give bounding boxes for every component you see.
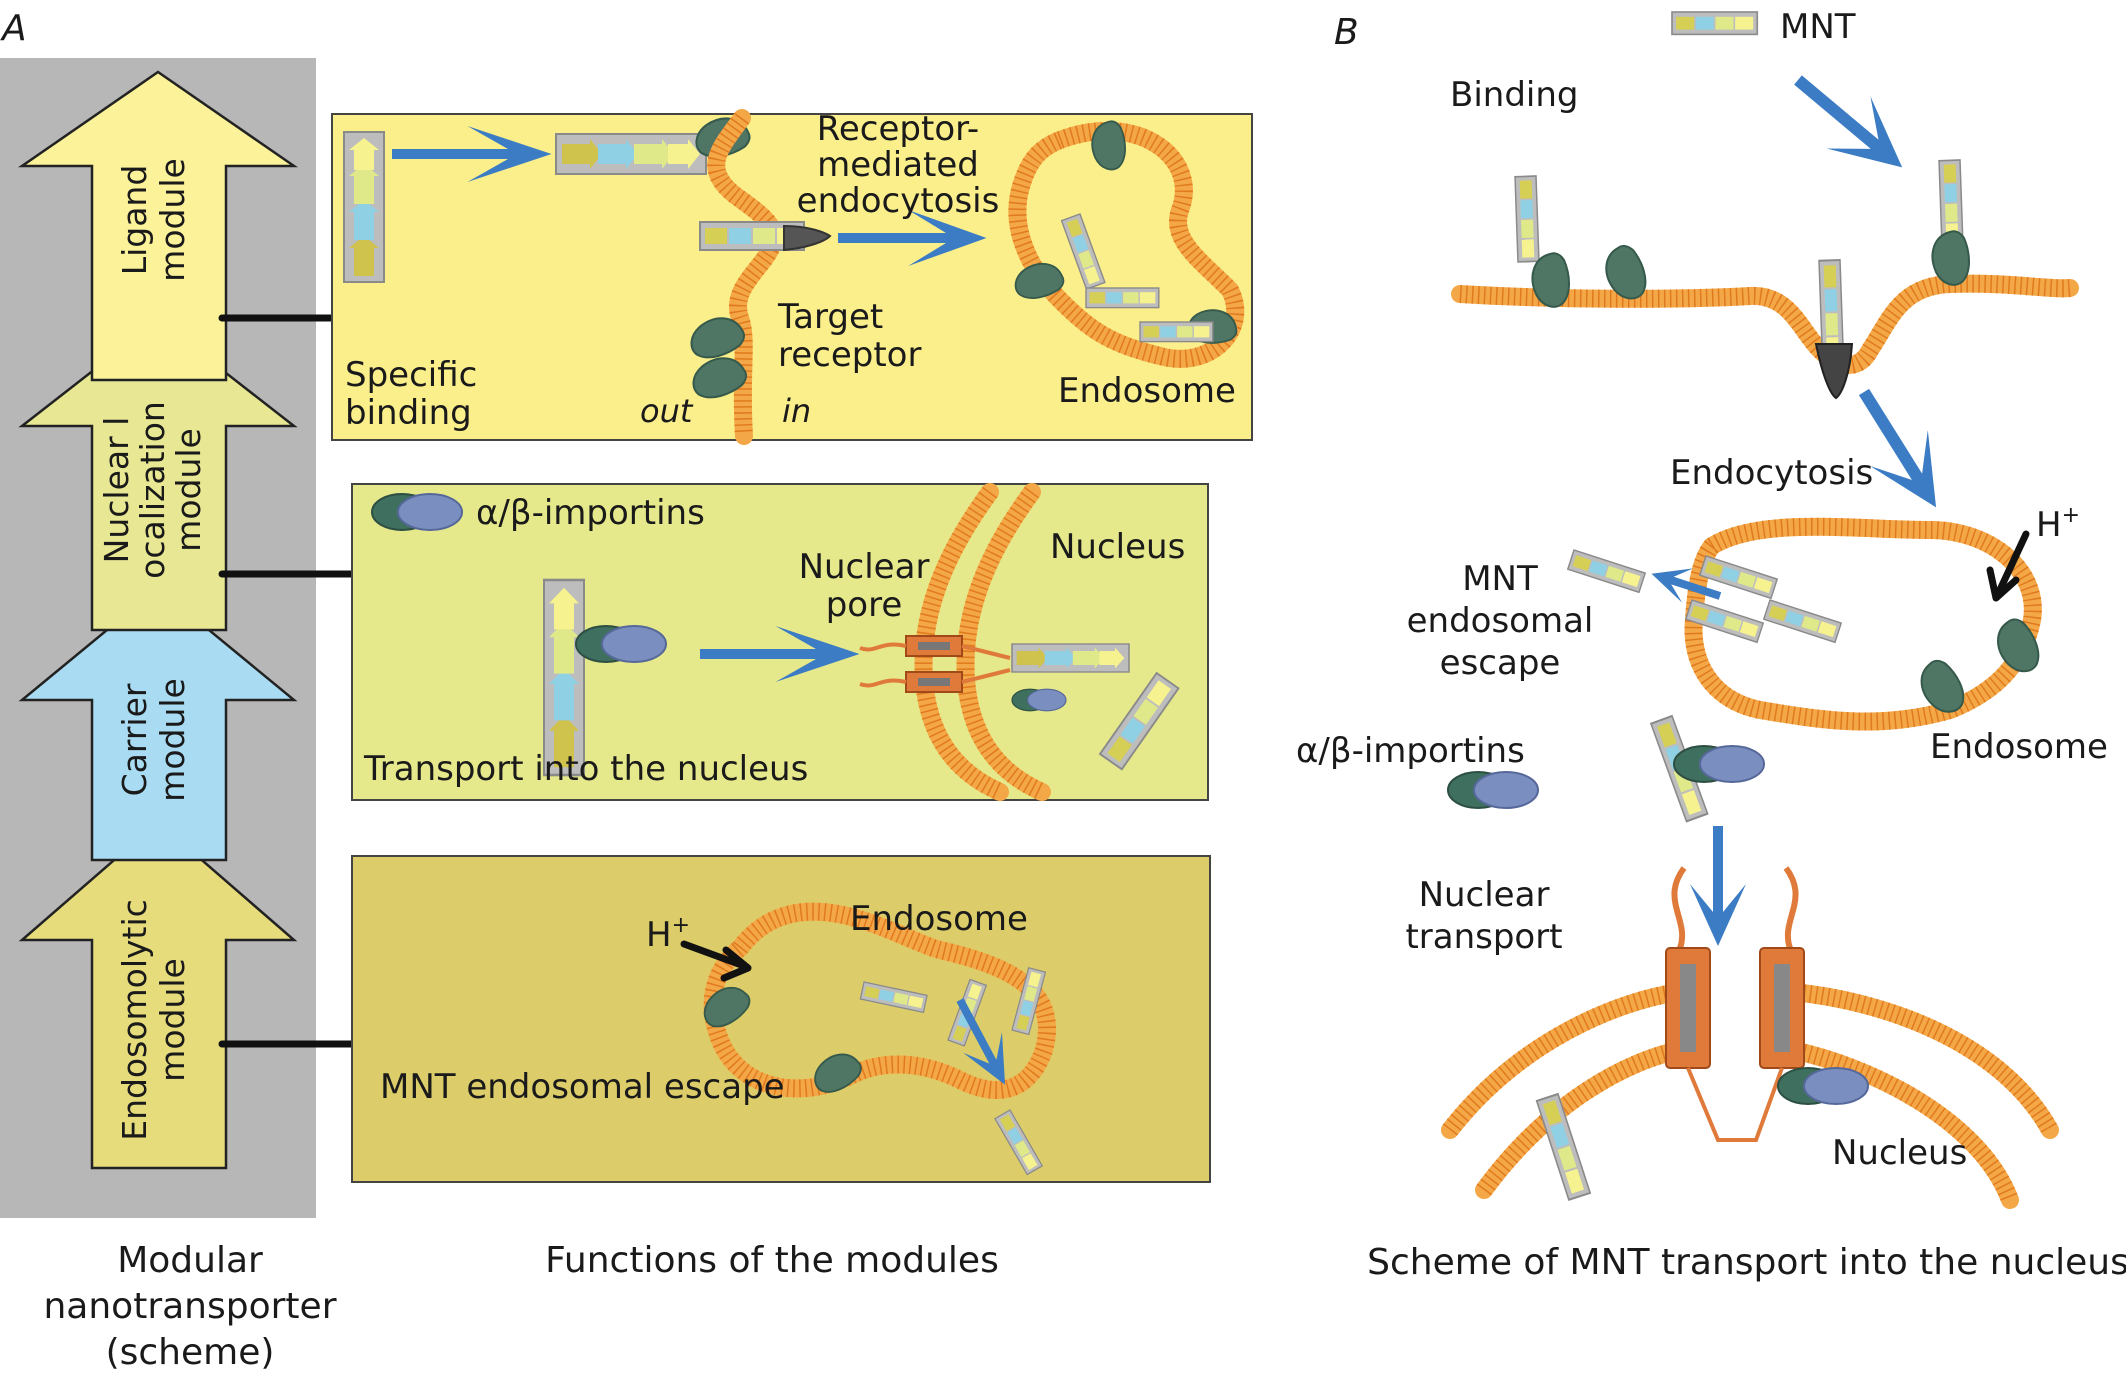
h-plus-label-b: H+ — [2036, 503, 2080, 545]
blue-arrow-escape-b — [1651, 568, 1722, 603]
module-arrow-endosomolytic — [18, 820, 298, 1170]
escape-label-b-line2: endosomal — [1407, 601, 1594, 641]
svg-text:module: module — [169, 428, 208, 552]
box-nuclear-function — [351, 483, 1209, 801]
blue-arrow-endocytosis — [1858, 388, 1937, 508]
specific-binding-line2: binding — [345, 393, 472, 433]
svg-text:module: module — [153, 678, 192, 802]
escaped-mnt-b — [1567, 549, 1646, 594]
mnt-b-nucleus — [1535, 1093, 1592, 1201]
svg-text:Endosomolytic: Endosomolytic — [115, 899, 154, 1141]
receptor-b3 — [1931, 230, 1970, 286]
in-label: in — [782, 392, 811, 430]
receptor-internalizing-b — [1814, 343, 1854, 400]
mnt-legend — [1671, 11, 1759, 36]
nucleus-label-box2: Nucleus — [1050, 527, 1185, 567]
module-arrow-carrier — [18, 586, 298, 862]
nuclear-pore-b — [1665, 866, 1805, 1142]
svg-text:module: module — [153, 958, 192, 1082]
mnt-horizontal-1 — [555, 133, 707, 175]
out-label: out — [640, 392, 694, 430]
panel-b-letter: B — [1334, 12, 1359, 53]
column-caption-line3: (scheme) — [106, 1332, 275, 1373]
endosome-box1 — [1008, 121, 1245, 368]
rme-line1: Receptor- — [817, 109, 979, 149]
target-receptor-line2: receptor — [778, 335, 921, 375]
importins-legend — [371, 493, 463, 531]
importins-released — [1011, 688, 1067, 712]
importins-label-box2: α/β-importins — [476, 493, 705, 533]
nuclear-pore-box2 — [859, 635, 1011, 693]
escape-label-b-line1: MNT — [1462, 559, 1538, 599]
nuclear-pore-line2: pore — [826, 585, 903, 625]
importins-b-bound — [1673, 745, 1765, 783]
endosome-label-b: Endosome — [1930, 727, 2108, 767]
endosome-mnt-b — [1085, 287, 1160, 309]
rme-line3: endocytosis — [797, 181, 1000, 221]
importins-b-free — [1447, 771, 1539, 809]
svg-text:Ligand: Ligand — [115, 165, 154, 276]
transport-label: Transport into the nucleus — [363, 749, 808, 789]
nucleus-label-b: Nucleus — [1832, 1133, 1967, 1173]
functions-caption: Functions of the modules — [545, 1240, 999, 1281]
blue-arrow-nuclear-transport — [1690, 826, 1746, 946]
specific-binding-line1: Specific — [345, 355, 477, 395]
carrier-module-label: Carrier module — [115, 678, 192, 802]
svg-text:Nuclear l: Nuclear l — [97, 417, 136, 564]
h-plus-arrow-box3 — [680, 940, 752, 982]
importins-bound — [575, 625, 667, 663]
escape-label-box3: MNT endosomal escape — [380, 1067, 785, 1107]
svg-text:module: module — [153, 158, 192, 282]
svg-text:Carrier: Carrier — [115, 683, 154, 796]
endocytosis-label: Endocytosis — [1670, 453, 1873, 493]
panel-a-letter: A — [0, 8, 27, 49]
importins-label-b: α/β-importins — [1296, 731, 1525, 771]
endosome-box3 — [703, 902, 1056, 1099]
mnt-bound-b1 — [1514, 175, 1540, 263]
endosome-b — [1684, 517, 2042, 731]
rme-line2: mediated — [817, 145, 979, 185]
blue-arrow-escape-a — [956, 998, 1006, 1085]
h-plus-arrow-b — [1986, 530, 2030, 602]
receptor-b1 — [1531, 252, 1570, 308]
mnt-label: MNT — [1780, 7, 1856, 47]
endosomolytic-module-label: Endosomolytic module — [115, 899, 192, 1141]
svg-text:ocalization: ocalization — [133, 401, 172, 579]
receptor-internalizing — [783, 224, 832, 252]
module-arrow-ligand — [17, 70, 299, 382]
h-plus-label-box3: H+ — [646, 913, 690, 955]
nuclear-localization-module-label: Nuclear l ocalization module — [97, 401, 208, 579]
mnt-vertical-2 — [542, 578, 586, 777]
target-receptor-line1: Target — [777, 297, 883, 337]
panel-b-caption: Scheme of MNT transport into the nucleus — [1367, 1242, 2126, 1283]
binding-label: Binding — [1450, 75, 1578, 115]
column-caption-line2: nanotransporter — [43, 1286, 336, 1327]
endosome-label-box3: Endosome — [850, 899, 1028, 939]
importins-b-nucleus — [1777, 1067, 1869, 1105]
endosome-mnt-b3 — [1763, 599, 1842, 644]
blue-arrow-binding — [1794, 75, 1903, 168]
ligand-module-label: Ligand module — [115, 158, 192, 282]
endosome-receptor-a — [1091, 120, 1126, 171]
endosome-label-box1: Endosome — [1058, 371, 1236, 411]
nuclear-pore-line1: Nuclear — [799, 547, 930, 587]
mnt-vertical-1 — [343, 131, 385, 283]
column-caption-line1: Modular — [117, 1240, 263, 1281]
nuclear-transport-line1: Nuclear — [1419, 875, 1550, 915]
escape-label-b-line3: escape — [1440, 643, 1561, 683]
endosome-mnt-c — [1139, 321, 1214, 343]
nuclear-transport-line2: transport — [1405, 917, 1562, 957]
mnt-horizontal-2 — [1011, 643, 1130, 673]
box-endosomolytic-function — [351, 855, 1211, 1183]
